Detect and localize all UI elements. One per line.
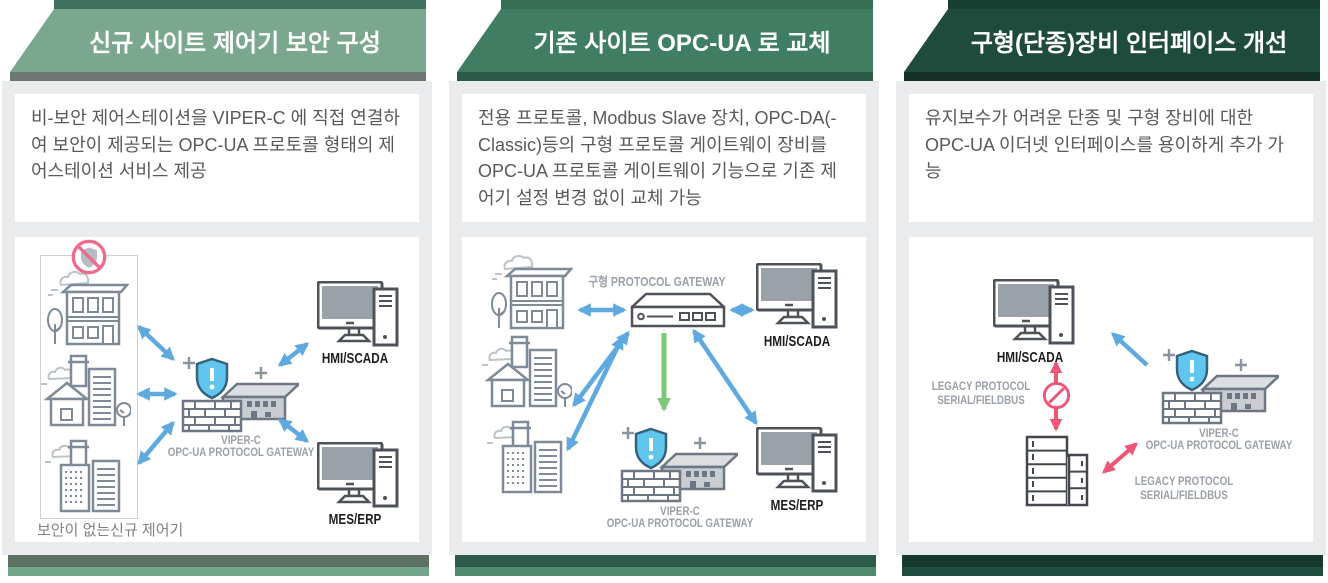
unsecured-group-label: 보안이 없는신규 제어기 — [37, 522, 184, 539]
panel-legacy-equipment-interface: 구형(단종)장비 인터페이스 개선 유지보수가 어려운 단종 및 구형 장비에 … — [896, 0, 1326, 583]
panel3-ribbon-shadow — [904, 72, 1320, 81]
panel1-footer-dark — [8, 555, 429, 567]
arrow-rack-mes — [692, 328, 758, 426]
panel3-diagram: HMI/SCADA LEGACY PROTOCOL SERIAL/FIELDBU… — [909, 237, 1313, 542]
hmi-scada-label: HMI/SCADA — [996, 349, 1064, 366]
panel1-title: 신규 사이트 제어기 보안 구성 — [89, 30, 381, 57]
panel2-header-ribbon: 기존 사이트 OPC-UA 로 교체 — [449, 0, 873, 81]
legacy-protocol-right-label: LEGACY PROTOCOL SERIAL/FIELDBUS — [1120, 475, 1248, 503]
panel1-header-ribbon: 신규 사이트 제어기 보안 구성 — [2, 0, 426, 81]
gateway-name-label: VIPER-C — [660, 506, 700, 518]
panel2-ribbon-top-edge — [501, 0, 873, 9]
hmi-scada-label: HMI/SCADA — [321, 350, 389, 367]
arrow-site3-gateway — [137, 420, 175, 466]
arrow-server-to-viper-legacy — [1102, 442, 1138, 474]
panel3-footer-light — [902, 567, 1323, 576]
prohibition-icon — [1041, 380, 1072, 411]
panel2-ribbon: 기존 사이트 OPC-UA 로 교체 — [457, 9, 873, 72]
panel1-arrows — [136, 325, 310, 466]
legacy-right-line1: LEGACY PROTOCOL — [1134, 476, 1234, 488]
legacy-left-line1: LEGACY PROTOCOL — [931, 381, 1031, 393]
mes-erp-label: MES/ERP — [770, 497, 824, 514]
gateway-name-label: VIPER-C — [221, 435, 261, 447]
panel3-ribbon: 구형(단종)장비 인터페이스 개선 — [904, 9, 1320, 72]
arrow-viper-to-hmi — [1111, 332, 1149, 367]
panel2-footer-light — [455, 567, 876, 576]
panel-existing-site-replacement: 기존 사이트 OPC-UA 로 교체 전용 프로토콜, Modbus Slave… — [449, 0, 879, 583]
panel1-ribbon-shadow — [10, 72, 426, 81]
panel2-arrows — [565, 303, 758, 452]
arrow-site3-rack — [565, 335, 625, 452]
legacy-left-line2: SERIAL/FIELDBUS — [937, 395, 1025, 407]
panel1-ribbon-top-edge — [54, 0, 426, 9]
panel2-body: 전용 프로토콜, Modbus Slave 장치, OPC-DA(-Classi… — [449, 81, 879, 555]
panel2-diagram: 구형 PROTOCOL GATEWAY HMI/SCADA MES/ERP VI… — [462, 237, 866, 542]
panel3-body: 유지보수가 어려운 단종 및 구형 장비에 대한 OPC-UA 이더넷 인터페이… — [896, 81, 1326, 555]
panel2-title: 기존 사이트 OPC-UA 로 교체 — [533, 30, 831, 57]
gateway-type-label: OPC-UA PROTOCOL GATEWAY — [606, 518, 754, 530]
panel2-description: 전용 프로토콜, Modbus Slave 장치, OPC-DA(-Classi… — [462, 94, 866, 222]
panel3-title: 구형(단종)장비 인터페이스 개선 — [970, 30, 1288, 57]
legacy-protocol-left-label: LEGACY PROTOCOL SERIAL/FIELDBUS — [927, 380, 1036, 408]
legacy-gateway-label: 구형 PROTOCOL GATEWAY — [588, 275, 726, 289]
panel1-description: 비-보안 제어스테이션을 VIPER-C 에 직접 연결하여 보안이 제공되는 … — [15, 94, 419, 222]
gateway-type-label: OPC-UA PROTOCOL GATEWAY — [167, 447, 315, 459]
arrow-gateway-hmi — [277, 342, 310, 367]
panel1-footer-light — [8, 567, 429, 576]
arrow-site1-gateway — [137, 325, 175, 361]
panel2-footer-dark — [455, 555, 876, 567]
mes-erp-label: MES/ERP — [328, 511, 382, 528]
arrow-gateway-mes — [277, 418, 310, 443]
panel3-header-ribbon: 구형(단종)장비 인터페이스 개선 — [896, 0, 1320, 81]
panel3-description: 유지보수가 어려운 단종 및 구형 장비에 대한 OPC-UA 이더넷 인터페이… — [909, 94, 1313, 222]
panel-new-site-security: 신규 사이트 제어기 보안 구성 비-보안 제어스테이션을 VIPER-C 에 … — [2, 0, 432, 583]
hmi-scada-label: HMI/SCADA — [763, 333, 831, 350]
panel2-ribbon-shadow — [457, 72, 873, 81]
legacy-right-line2: SERIAL/FIELDBUS — [1140, 490, 1228, 502]
gateway-type-label: OPC-UA PROTOCOL GATEWAY — [1145, 440, 1293, 452]
gateway-name-label: VIPER-C — [1199, 428, 1239, 440]
panel3-footer-dark — [902, 555, 1323, 567]
panel3-ribbon-top-edge — [948, 0, 1320, 9]
panel1-body: 비-보안 제어스테이션을 VIPER-C 에 직접 연결하여 보안이 제공되는 … — [2, 81, 432, 555]
panel1-diagram: VIPER-C OPC-UA PROTOCOL GATEWAY HMI/SCAD… — [15, 237, 419, 542]
panel1-ribbon: 신규 사이트 제어기 보안 구성 — [10, 9, 426, 72]
